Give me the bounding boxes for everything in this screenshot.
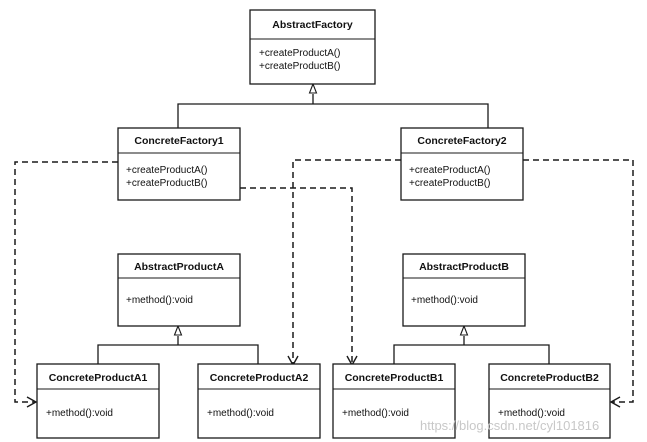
watermark-text: https://blog.csdn.net/cyl101816 bbox=[420, 418, 599, 433]
inheritance-triangle-abstract-product-a bbox=[173, 324, 183, 336]
dependency-line-factory1-product-a1 bbox=[14, 161, 118, 403]
class-operation: +createProductB() bbox=[409, 178, 490, 189]
inheritance-line-products-a bbox=[97, 344, 259, 364]
class-name: AbstractProductB bbox=[419, 261, 509, 273]
class-box bbox=[36, 363, 160, 439]
dependency-factory1-to-product-a1 bbox=[14, 161, 118, 408]
inheritance-factories bbox=[177, 82, 489, 128]
dependency-line-factory2-product-b2 bbox=[523, 159, 634, 403]
dependency-line-factory1-product-b1 bbox=[240, 187, 353, 364]
class-box bbox=[249, 9, 376, 85]
dependency-factory2-to-product-b2 bbox=[523, 159, 634, 408]
class-box bbox=[400, 127, 524, 201]
class-operation: +method():void bbox=[207, 408, 274, 419]
class-concrete-product-a1: ConcreteProductA1 +method():void bbox=[36, 363, 160, 439]
class-concrete-product-b1: ConcreteProductB1 +method():void bbox=[332, 363, 456, 439]
dependency-factory1-to-product-b1 bbox=[240, 187, 358, 367]
class-box bbox=[488, 363, 611, 439]
class-operation: +createProductA() bbox=[409, 165, 490, 176]
class-operation: +createProductB() bbox=[126, 178, 207, 189]
class-operation: +method():void bbox=[342, 408, 409, 419]
class-abstract-product-b: AbstractProductB +method():void bbox=[402, 253, 526, 327]
class-name: ConcreteProductB2 bbox=[500, 372, 599, 384]
class-name: ConcreteProductA2 bbox=[210, 372, 309, 384]
class-name: ConcreteProductB1 bbox=[345, 372, 444, 384]
class-name: ConcreteProductA1 bbox=[49, 372, 148, 384]
dependency-factory2-to-product-a2 bbox=[287, 159, 401, 367]
dependency-line-factory2-product-a2 bbox=[292, 159, 401, 364]
inheritance-products-b bbox=[393, 324, 550, 364]
class-operation: +method():void bbox=[46, 408, 113, 419]
class-operation: +method():void bbox=[411, 295, 478, 306]
class-box bbox=[402, 253, 526, 327]
class-abstract-factory: AbstractFactory +createProductA() +creat… bbox=[249, 9, 376, 85]
inheritance-triangle-abstract-factory bbox=[308, 82, 318, 94]
class-name: AbstractFactory bbox=[272, 19, 353, 31]
inheritance-line-factories bbox=[177, 103, 489, 128]
class-box bbox=[117, 253, 241, 327]
class-concrete-product-a2: ConcreteProductA2 +method():void bbox=[197, 363, 321, 439]
class-concrete-product-b2: ConcreteProductB2 +method():void bbox=[488, 363, 611, 439]
class-abstract-product-a: AbstractProductA +method():void bbox=[117, 253, 241, 327]
class-box bbox=[117, 127, 241, 201]
class-operation: +method():void bbox=[126, 295, 193, 306]
class-name: AbstractProductA bbox=[134, 261, 224, 273]
class-operation: +createProductA() bbox=[259, 48, 340, 59]
dependency-arrowhead-product-b2 bbox=[609, 396, 621, 408]
class-name: ConcreteFactory2 bbox=[417, 135, 506, 147]
class-box bbox=[197, 363, 321, 439]
inheritance-line-products-b bbox=[393, 344, 550, 364]
class-concrete-factory-2: ConcreteFactory2 +createProductA() +crea… bbox=[400, 127, 524, 201]
class-concrete-factory-1: ConcreteFactory1 +createProductA() +crea… bbox=[117, 127, 241, 201]
class-operation: +method():void bbox=[498, 408, 565, 419]
class-operation: +createProductB() bbox=[259, 61, 340, 72]
inheritance-products-a bbox=[97, 324, 259, 364]
inheritance-triangle-abstract-product-b bbox=[459, 324, 469, 336]
class-name: ConcreteFactory1 bbox=[134, 135, 223, 147]
dependency-arrowhead-product-a1 bbox=[26, 396, 38, 408]
class-operation: +createProductA() bbox=[126, 165, 207, 176]
class-box bbox=[332, 363, 456, 439]
